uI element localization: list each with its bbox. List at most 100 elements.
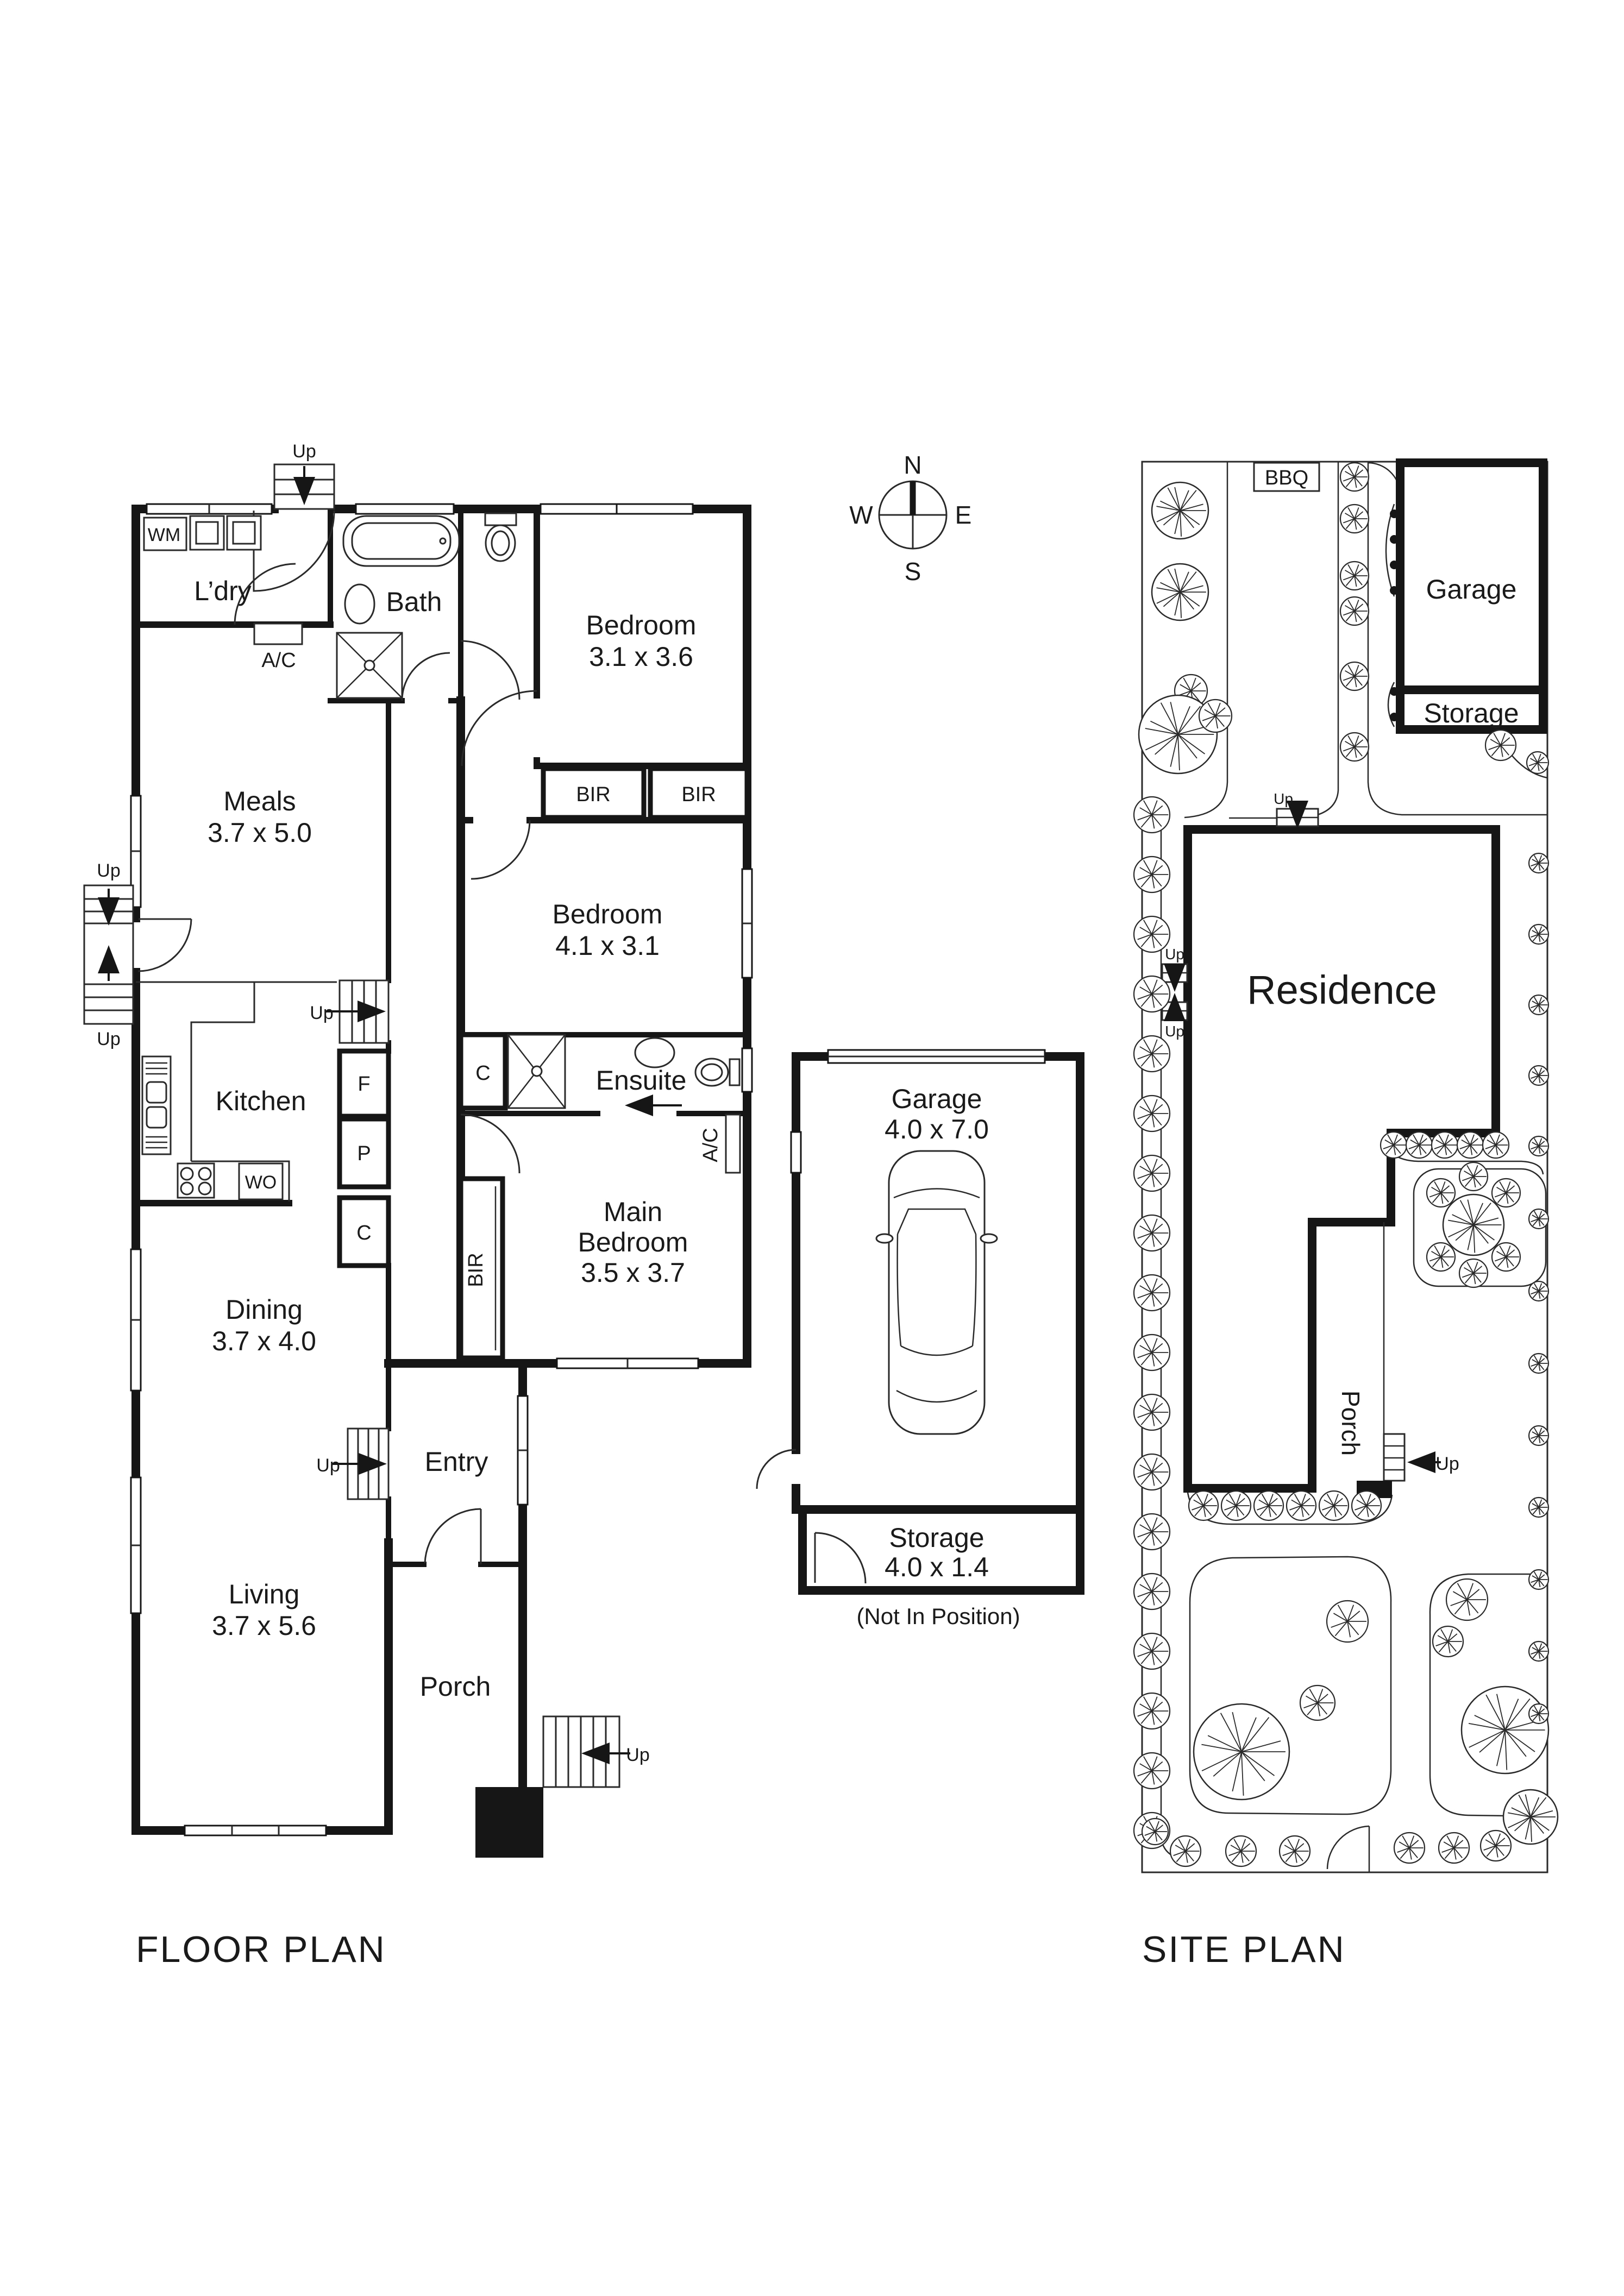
hall-stairs: Up xyxy=(310,979,390,1044)
stair-up-label: Up xyxy=(310,1003,333,1023)
tree-icon xyxy=(1380,1131,1408,1159)
floor-plan-labels: WM L’dry A/C Bath Bedroom 3.1 x 3.6 BIR … xyxy=(136,525,722,1970)
tree-icon xyxy=(1133,796,1171,834)
floor-plan-title: FLOOR PLAN xyxy=(136,1929,386,1970)
tree-icon xyxy=(1193,1703,1290,1801)
tree-icon xyxy=(1169,1835,1202,1867)
tree-icon xyxy=(1445,1578,1489,1621)
tree-icon xyxy=(1339,732,1370,762)
floor-plan-windows xyxy=(130,503,753,1836)
left-side-stairs: Up Up xyxy=(83,860,134,1049)
closet-box xyxy=(458,1032,508,1111)
stair-up-label: Up xyxy=(1165,946,1184,963)
bbq-label: BBQ xyxy=(1265,467,1308,489)
tree-icon xyxy=(1528,1135,1550,1157)
ensuite-fixtures xyxy=(458,1032,741,1174)
floor-plan: Up Up Up Up Up Up xyxy=(83,441,753,1970)
laundry-tub-icon xyxy=(226,515,262,551)
tree-icon xyxy=(1528,1640,1550,1662)
room-label-bedroom1: Bedroom xyxy=(586,610,697,640)
garage-doors xyxy=(756,1449,867,1584)
entry-stairs: Up xyxy=(316,1427,390,1500)
cupboard-box xyxy=(337,1195,391,1268)
tree-icon xyxy=(1225,1835,1257,1867)
window xyxy=(130,795,142,908)
laundry-tub-icon xyxy=(189,515,225,551)
bathtub-icon xyxy=(342,515,460,567)
stair-up-label: Up xyxy=(97,860,120,881)
room-label-ldry: L’dry xyxy=(194,576,252,606)
room-label-entry: Entry xyxy=(425,1446,488,1477)
basin-icon xyxy=(344,583,375,625)
tree-icon xyxy=(1133,1692,1171,1730)
site-top-stairs: Up xyxy=(1274,790,1319,829)
tree-icon xyxy=(1151,481,1209,540)
label-fridge: F xyxy=(358,1073,370,1096)
tree-icon xyxy=(1528,994,1550,1016)
tree-icon xyxy=(1528,1065,1550,1086)
bbq-area: BBQ xyxy=(1253,462,1320,492)
room-label-dining: Dining xyxy=(225,1294,303,1325)
tree-icon xyxy=(1198,699,1233,733)
tree-icon xyxy=(1528,1496,1550,1518)
site-garage-label: Garage xyxy=(1426,574,1517,605)
tree-icon xyxy=(1528,1569,1550,1590)
tree-icon xyxy=(1528,852,1550,874)
stair-up-label: Up xyxy=(1274,790,1293,807)
window xyxy=(355,503,455,515)
compass-west-label: W xyxy=(849,501,873,529)
site-trees xyxy=(1133,462,1559,1867)
room-label-wm: WM xyxy=(148,525,180,545)
room-dims-garage: 4.0 x 7.0 xyxy=(885,1114,989,1144)
label-ac: A/C xyxy=(699,1128,722,1162)
garage-plan: Garage 4.0 x 7.0 Storage 4.0 x 1.4 (Not … xyxy=(756,1049,1084,1629)
tree-icon xyxy=(1491,1178,1521,1208)
site-plan-title: SITE PLAN xyxy=(1142,1929,1346,1970)
tree-icon xyxy=(1253,1490,1284,1521)
tree-icon xyxy=(1432,1625,1464,1658)
tree-icon xyxy=(1133,1214,1171,1252)
tree-icon xyxy=(1133,1274,1171,1312)
window xyxy=(556,1357,699,1369)
tree-icon xyxy=(1491,1242,1521,1272)
washing-machine-icon xyxy=(143,517,187,551)
room-label-storage: Storage xyxy=(889,1523,984,1553)
tree-icon xyxy=(1405,1131,1433,1159)
tree-icon xyxy=(1526,751,1550,775)
tree-icon xyxy=(1460,1685,1550,1775)
room-dims-living: 3.7 x 5.6 xyxy=(212,1611,316,1641)
tree-icon xyxy=(1528,1280,1550,1302)
garage-window xyxy=(790,1131,802,1174)
tree-icon xyxy=(1484,729,1517,762)
tree-icon xyxy=(1456,1131,1484,1159)
porch-threshold xyxy=(475,1787,543,1858)
tree-icon xyxy=(1133,856,1171,894)
tree-icon xyxy=(1442,1193,1505,1256)
window xyxy=(184,1825,327,1836)
window xyxy=(130,1248,142,1392)
label-cupboard: C xyxy=(356,1222,371,1244)
tree-icon xyxy=(1133,1094,1171,1133)
kitchen-fixtures xyxy=(136,981,337,1202)
tree-icon xyxy=(1502,1789,1559,1845)
laundry-fixtures xyxy=(143,515,303,645)
tree-icon xyxy=(1339,661,1370,691)
tree-icon xyxy=(1133,1333,1171,1372)
tree-icon xyxy=(1318,1490,1350,1521)
site-storage-label: Storage xyxy=(1424,698,1519,728)
room-label-ensuite: Ensuite xyxy=(596,1065,687,1096)
room-label-garage: Garage xyxy=(892,1084,982,1114)
tree-icon xyxy=(1133,1572,1171,1611)
room-label-meals: Meals xyxy=(223,786,296,816)
compass-south-label: S xyxy=(905,557,921,586)
tree-icon xyxy=(1339,462,1370,492)
tree-icon xyxy=(1528,923,1550,945)
stair-up-label: Up xyxy=(1165,1023,1184,1040)
room-label-main-bedroom-1: Main xyxy=(604,1197,662,1227)
compass-rose: N E S W xyxy=(849,451,971,586)
compass-north-label: N xyxy=(904,451,921,479)
garage-plan-labels: Garage 4.0 x 7.0 Storage 4.0 x 1.4 (Not … xyxy=(856,1084,1020,1629)
tree-icon xyxy=(1133,1154,1171,1192)
